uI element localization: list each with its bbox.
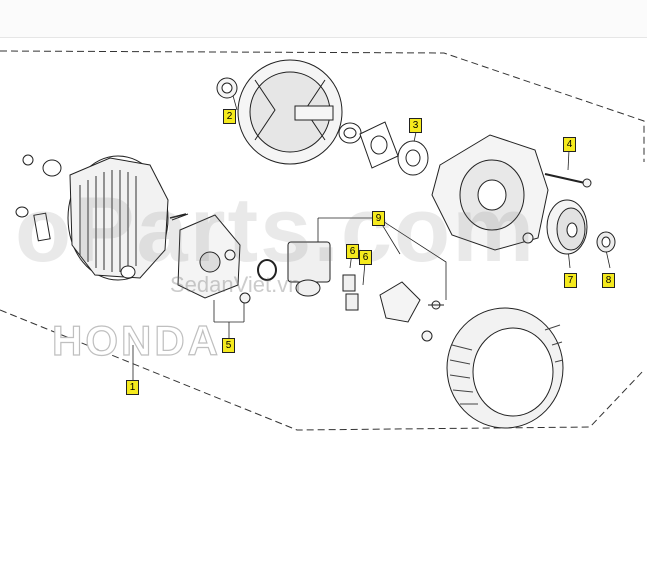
pulley	[522, 199, 588, 255]
callout-3[interactable]: 3	[409, 118, 422, 133]
rear-housing	[15, 154, 169, 281]
rectifier-assembly	[171, 213, 251, 304]
front-housing	[431, 134, 592, 251]
brand-logo: HONDA	[51, 316, 221, 364]
callout-2[interactable]: 2	[223, 109, 236, 124]
callout-7[interactable]: 7	[564, 273, 577, 288]
callout-5[interactable]: 5	[222, 338, 235, 353]
callout-4[interactable]: 4	[563, 137, 576, 152]
pulley-nut	[596, 231, 616, 253]
through-bolt	[169, 213, 187, 219]
callout-6b[interactable]: 6	[359, 250, 372, 265]
group-boundary-bottom	[0, 309, 645, 431]
stator	[446, 307, 564, 429]
voltage-regulator	[287, 241, 359, 311]
callout-8[interactable]: 8	[602, 273, 615, 288]
callout-9[interactable]: 9	[372, 211, 385, 226]
top-bar	[0, 0, 647, 38]
callout-6a[interactable]: 6	[346, 244, 359, 259]
snap-ring	[257, 259, 277, 281]
bearing-parts	[338, 121, 429, 176]
callout-1[interactable]: 1	[126, 380, 139, 395]
group-boundary	[0, 50, 645, 162]
rotor-assembly	[216, 59, 343, 165]
brush-cover	[379, 281, 444, 342]
